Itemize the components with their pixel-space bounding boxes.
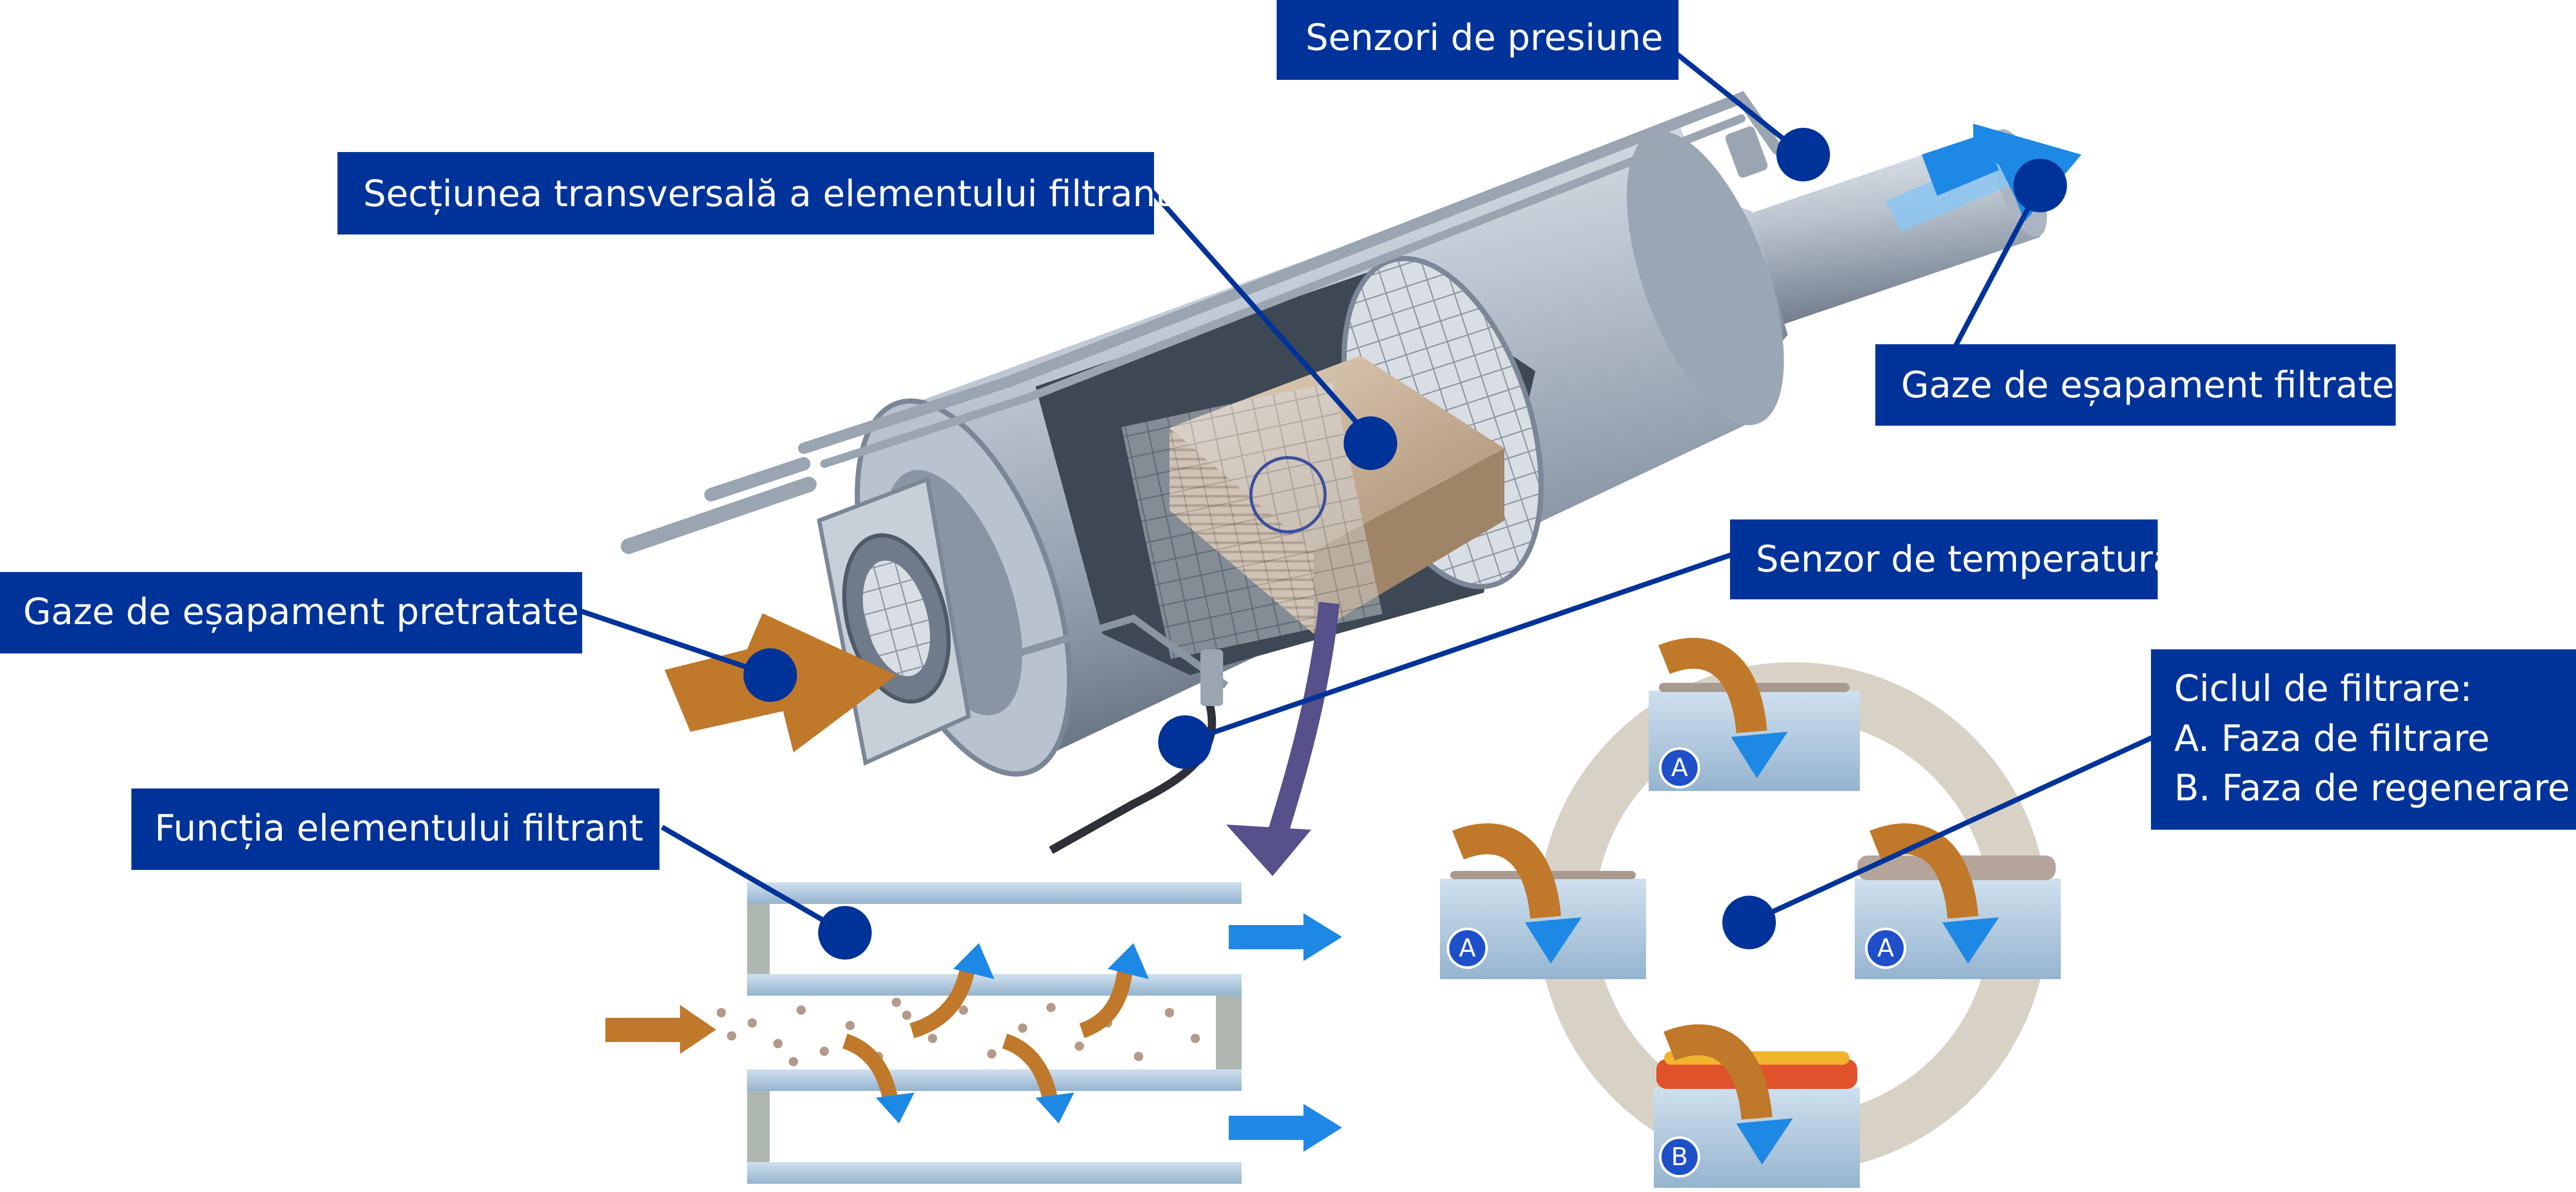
pressure-sensor-tubes [621,91,1783,554]
pressure-sensors-pin [1776,128,1830,181]
filter-function-text: Funcția elementului filtrant [155,807,643,849]
cross-section-pin [1344,416,1397,470]
temperature-sensor-label: Senzor de temperatură [1730,519,2175,599]
filtered-exhaust-label: Gaze de eșapament filtrate [1875,344,2396,426]
particulate-filter-body [817,124,2047,777]
phase-marker-bottom: B [1659,1136,1700,1178]
pressure-sensors-text: Senzori de presiune [1306,16,1664,59]
filtered-exhaust-pin [2013,159,2067,212]
filtration-cycle-label: Ciclul de filtrare: A. Faza de filtrare … [2151,649,2576,830]
pretreated-exhaust-label: Gaze de eșapament pretratate [0,572,582,653]
filter-channels-diagram [605,882,1342,1184]
phase-marker-left: A [1447,928,1488,969]
temperature-sensor-text: Senzor de temperatură [1756,538,2175,580]
filtered-exhaust-text: Gaze de eșapament filtrate [1901,364,2395,406]
filtration-cycle-title: Ciclul de filtrare: [2174,667,2472,710]
filtration-cycle-pin [1722,896,1776,949]
phase-marker-top: A [1659,747,1700,788]
filter-function-pin [818,906,872,960]
filter-function-label: Funcția elementului filtrant [131,788,659,870]
cross-section-text: Secțiunea transversală a elementului fil… [363,173,1170,215]
filtration-cycle-phase-b: B. Faza de regenerare [2174,767,2570,810]
filtration-cycle-diagram [1440,637,2061,1188]
pressure-sensor-fitting [1725,126,1768,178]
phase-marker-right: A [1865,928,1906,969]
temperature-sensor-pin [1158,715,1212,769]
pressure-sensors-label: Senzori de presiune [1277,0,1679,80]
pretreated-exhaust-text: Gaze de eșapament pretratate [23,591,579,633]
pretreated-exhaust-pin [743,648,797,702]
exhaust-down-arrow [1226,601,1340,876]
filtration-cycle-phase-a: A. Faza de filtrare [2174,717,2490,760]
cross-section-label: Secțiunea transversală a elementului fil… [337,152,1170,234]
